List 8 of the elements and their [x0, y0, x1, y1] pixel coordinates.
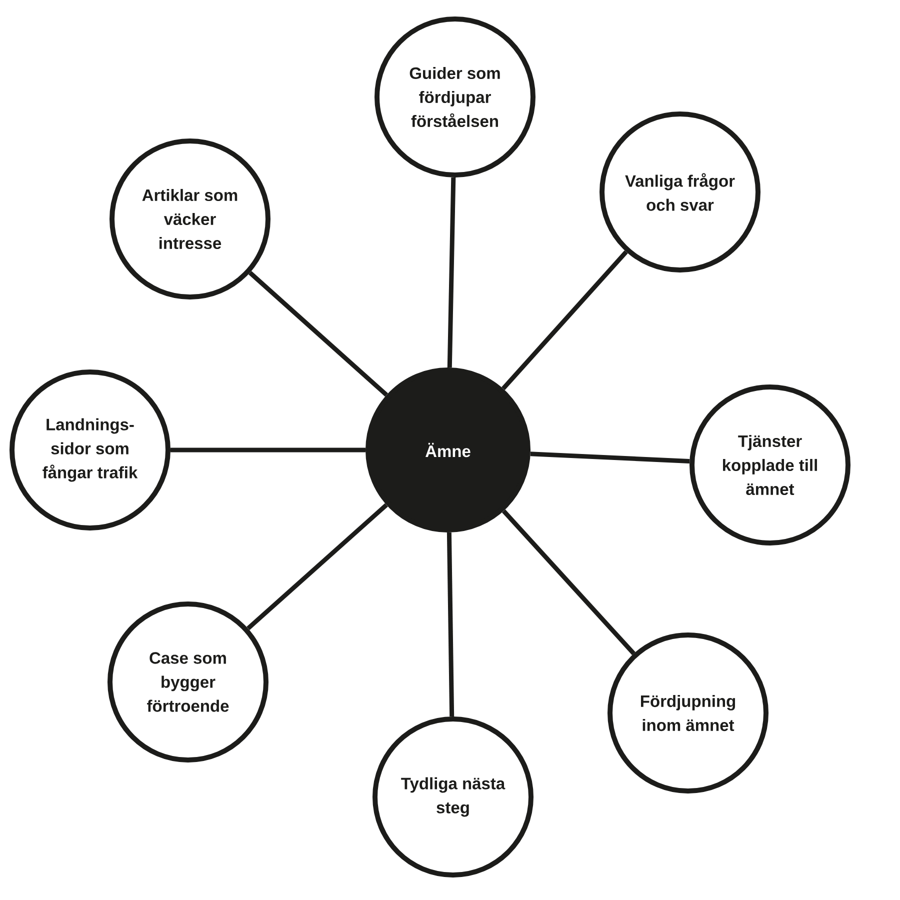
connector-line	[447, 177, 456, 368]
connector-line	[530, 452, 690, 464]
connector-line	[446, 532, 454, 717]
connector-line	[246, 503, 388, 630]
connector-line	[170, 448, 366, 452]
connector-line	[502, 250, 628, 390]
connector-line	[502, 509, 636, 656]
connector-line	[248, 271, 388, 397]
